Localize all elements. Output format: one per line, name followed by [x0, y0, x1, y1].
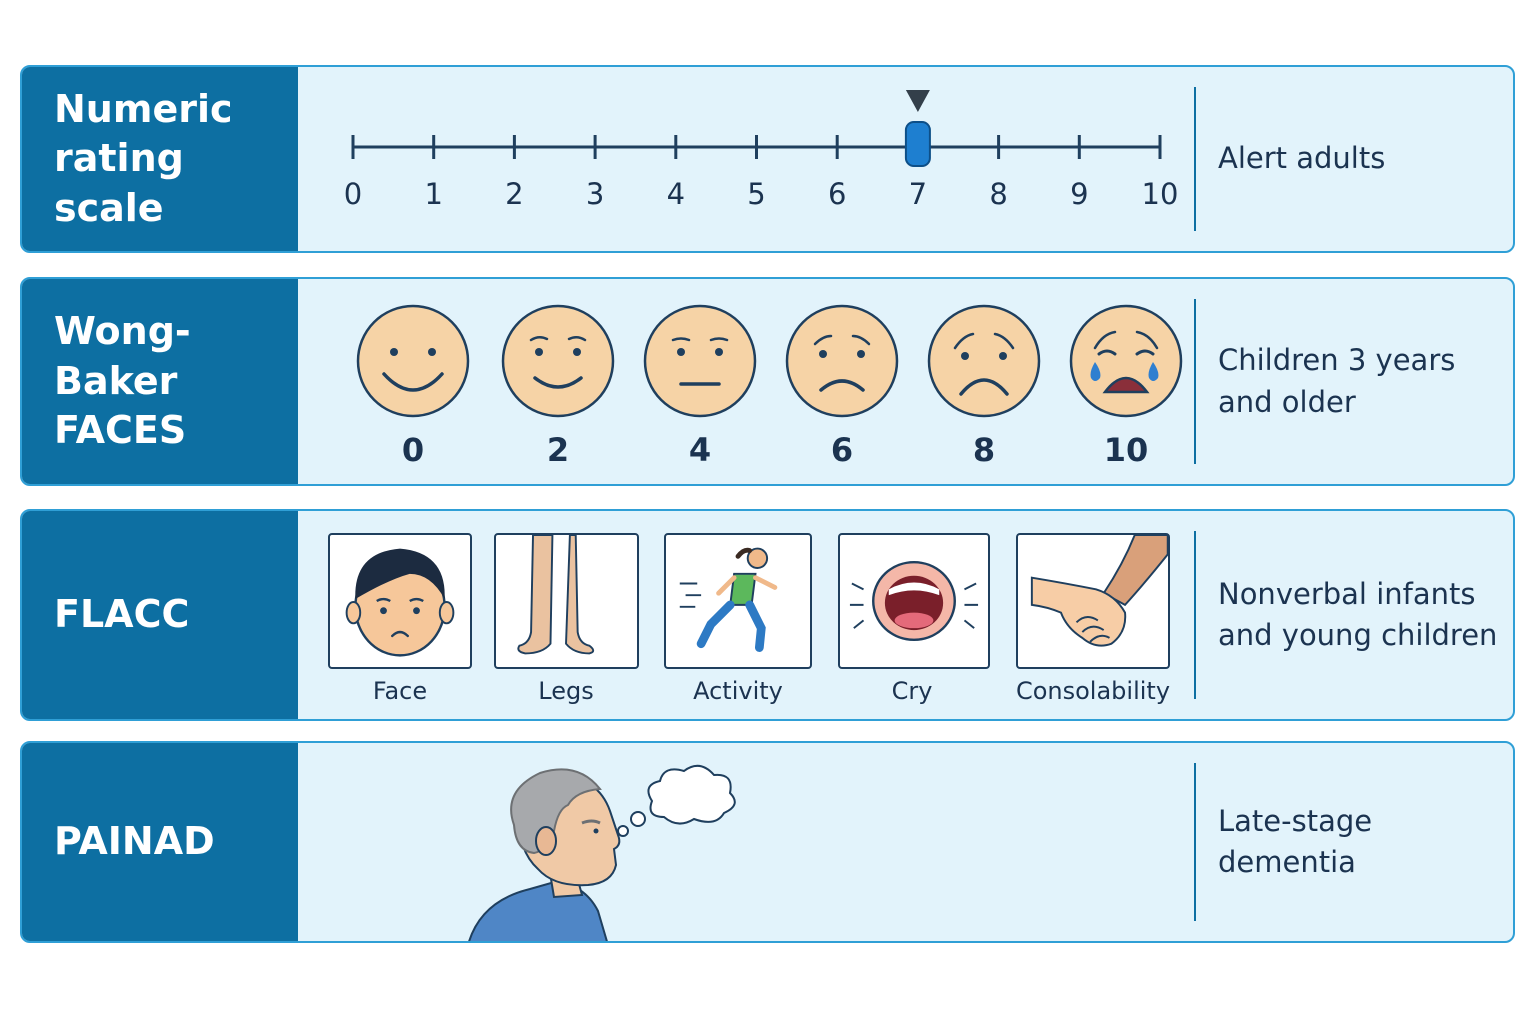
flacc-categories: Face Legs Activity Cry Consolability	[298, 511, 1194, 719]
child-face-icon	[345, 548, 455, 657]
label-line: PAINAD	[54, 819, 215, 864]
pointer-icon	[905, 90, 930, 112]
row-use: Alert adults	[1218, 67, 1503, 251]
row-flacc: FLACC	[20, 509, 1515, 721]
crying-mouth-icon	[849, 560, 979, 642]
numeric-scale: 0 1 2 3 4 5 6 7 8 9 10	[298, 67, 1194, 251]
running-child-icon	[679, 547, 778, 652]
tick-label: 3	[585, 177, 605, 211]
flacc-caption: Face	[372, 677, 428, 705]
label-line: Wong-Baker	[54, 309, 191, 403]
neutral-face-icon	[643, 304, 757, 418]
row-wong-baker-faces: Wong-Baker FACES	[20, 277, 1515, 486]
faces-scale: 0 2 4 6 8 10	[298, 279, 1194, 484]
row-use: Children 3 years and older	[1218, 279, 1503, 484]
label-line: rating scale	[54, 136, 184, 230]
flacc-caption: Cry	[891, 677, 933, 705]
use-line: Nonverbal infants	[1218, 576, 1476, 611]
flacc-legs-card	[494, 533, 639, 669]
use-line: Children 3 years	[1218, 343, 1456, 378]
sad-face-icon	[927, 304, 1041, 418]
tick-label: 8	[989, 177, 1008, 211]
row-label: Wong-Baker FACES	[22, 279, 298, 484]
row-divider	[1194, 531, 1196, 699]
frowning-face-icon	[785, 304, 899, 418]
row-divider	[1194, 87, 1196, 231]
flacc-caption: Activity	[693, 677, 783, 705]
label-line: Numeric	[54, 86, 233, 131]
use-line: and older	[1218, 384, 1356, 419]
tick-label: 7	[908, 177, 928, 211]
row-label: Numeric rating scale	[22, 67, 298, 251]
row-divider	[1194, 763, 1196, 921]
smiling-face-icon	[356, 304, 470, 418]
tick-label: 0	[343, 177, 363, 211]
tick-label: 10	[1141, 177, 1179, 211]
scale-line	[351, 90, 1162, 167]
use-line: Alert adults	[1218, 141, 1386, 176]
flacc-consolability-card	[1016, 533, 1170, 669]
flacc-face-card	[328, 533, 472, 669]
legs-icon	[517, 535, 595, 655]
elderly-patient-thought-bubble-icon	[468, 764, 736, 941]
row-numeric-rating-scale: Numeric rating scale 0 1 2 3 4 5 6 7 8 9 10 Alert …	[20, 65, 1515, 253]
flacc-caption: Consolability	[1015, 677, 1171, 705]
face-score: 2	[546, 431, 570, 469]
row-label: PAINAD	[22, 743, 298, 941]
use-line: Late-stage dementia	[1218, 803, 1373, 879]
tick-label: 9	[1070, 177, 1089, 211]
face-score: 10	[1103, 431, 1149, 469]
tick-label: 5	[747, 177, 766, 211]
painad-illustration	[298, 743, 1194, 941]
label-line: FLACC	[54, 592, 190, 637]
slight-smile-face-icon	[501, 304, 615, 418]
row-painad: PAINAD Late-stage dementia	[20, 741, 1515, 943]
face-score: 0	[401, 431, 425, 469]
face-score: 6	[830, 431, 854, 469]
label-line: FACES	[54, 408, 187, 453]
row-use: Late-stage dementia	[1218, 743, 1503, 941]
flacc-activity-card	[664, 533, 812, 669]
face-score: 4	[688, 431, 712, 469]
crying-face-icon	[1069, 304, 1183, 418]
tick-label: 6	[827, 177, 847, 211]
row-use: Nonverbal infants and young children	[1218, 511, 1503, 719]
row-label: FLACC	[22, 511, 298, 719]
holding-hands-icon	[1030, 535, 1168, 647]
tick-label: 4	[666, 177, 686, 211]
tick-label: 1	[424, 177, 443, 211]
tick-label: 2	[505, 177, 524, 211]
flacc-caption: Legs	[538, 677, 594, 705]
face-score: 8	[972, 431, 996, 469]
flacc-cry-card	[838, 533, 990, 669]
row-divider	[1194, 299, 1196, 464]
use-line: and young children	[1218, 618, 1498, 652]
scale-marker[interactable]	[904, 121, 931, 167]
